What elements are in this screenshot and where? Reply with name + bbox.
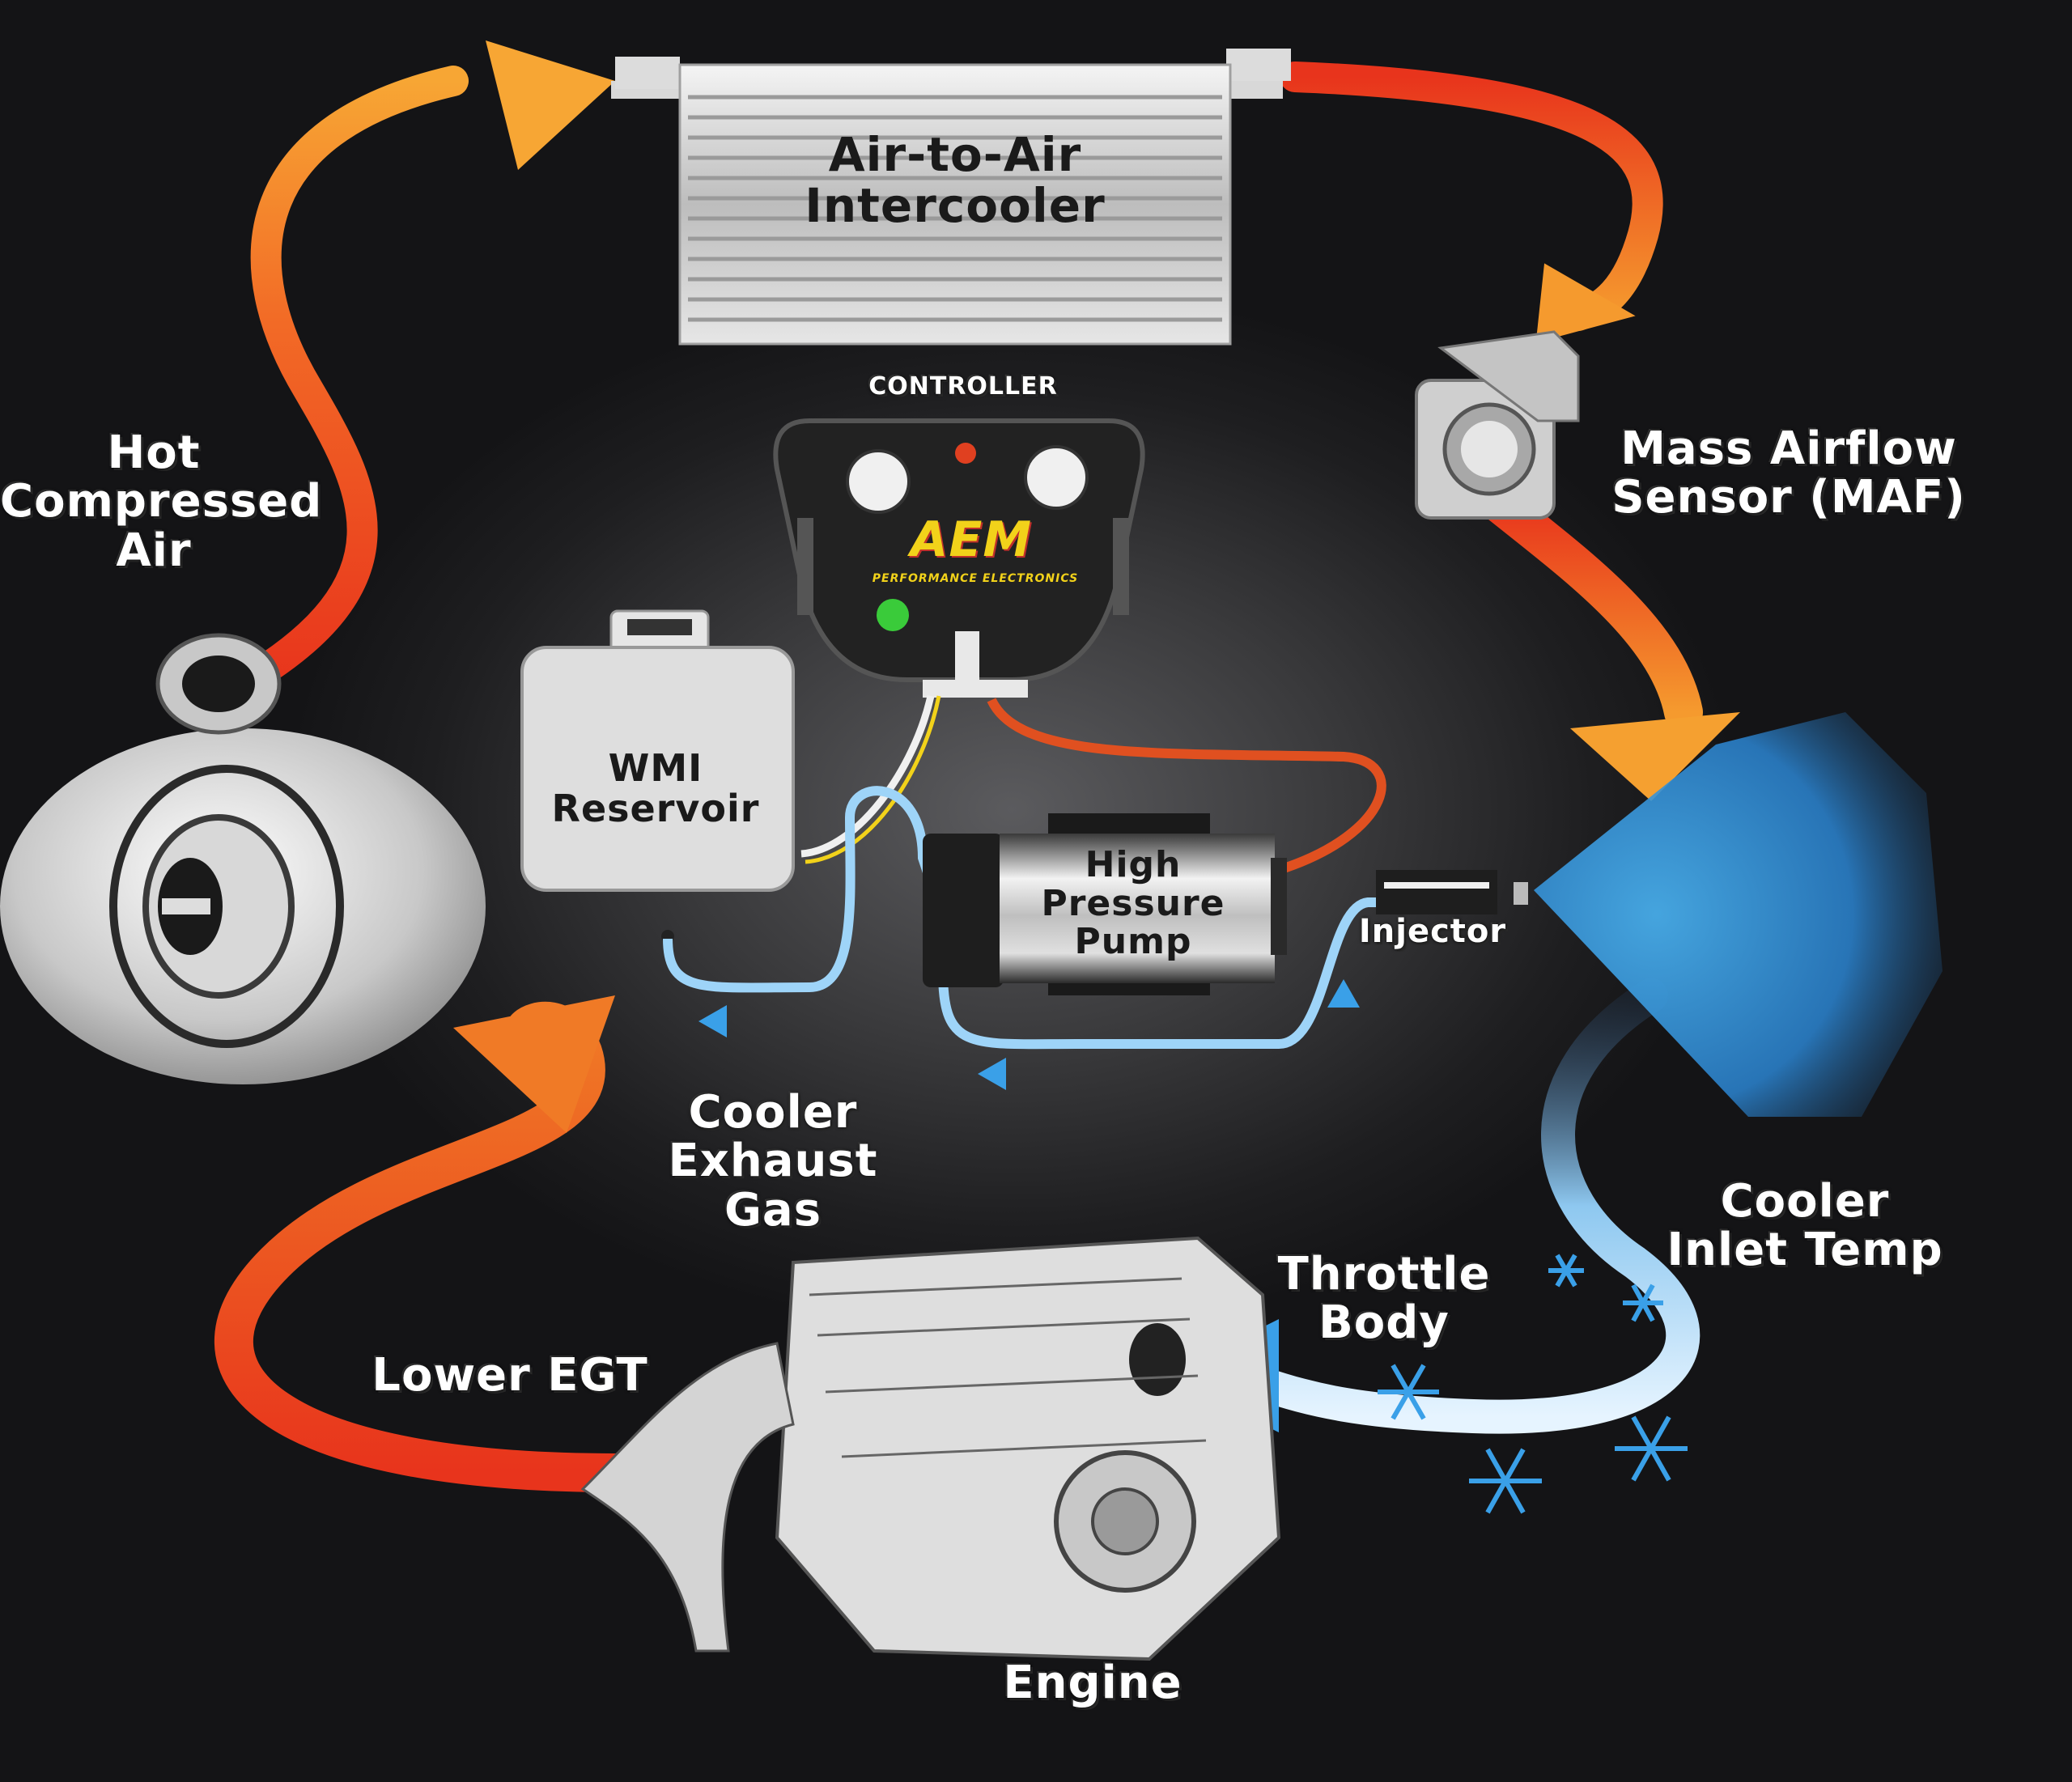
snowflake-icon xyxy=(1378,1254,1688,1514)
controller-left-knob xyxy=(846,449,911,514)
pump-label: High Pressure Pump xyxy=(1041,844,1225,963)
throttle-body-label: Throttle Body xyxy=(1277,1248,1491,1350)
controller-red-led xyxy=(955,443,976,464)
cooler-inlet-temp-label: Cooler Inlet Temp xyxy=(1667,1175,1943,1277)
controller-green-led xyxy=(877,599,909,631)
red-wire xyxy=(987,698,1386,875)
maf-to-spray-arrow xyxy=(1478,482,1740,801)
injector xyxy=(1376,870,1528,914)
cooler-exhaust-gas-label: Cooler Exhaust Gas xyxy=(668,1086,878,1237)
water-spray-cone xyxy=(1534,712,1942,1117)
injector-label: Injector xyxy=(1358,913,1507,950)
controller-right-knob xyxy=(1024,445,1089,510)
intercooler-to-maf-arrow xyxy=(1280,62,1663,343)
wmi-reservoir xyxy=(520,609,795,943)
aem-logo: AEM xyxy=(910,511,1033,568)
white-wire xyxy=(800,695,935,858)
engine-label: Engine xyxy=(1003,1657,1182,1709)
wmi-reservoir-label: WMI Reservoir xyxy=(551,746,760,830)
turbocharger xyxy=(0,633,486,1084)
yellow-wire xyxy=(805,695,941,864)
controller-label: CONTROLLER xyxy=(868,372,1058,401)
water-lines xyxy=(663,786,1376,1050)
intercooler-label: Air-to-Air Intercooler xyxy=(805,127,1106,233)
hot-air-arrow xyxy=(219,40,615,703)
maf-label: Mass Airflow Sensor (MAF) xyxy=(1611,422,1966,524)
aem-logo-subtitle: PERFORMANCE ELECTRONICS xyxy=(872,572,1079,585)
engine xyxy=(580,1236,1281,1661)
maf-sensor xyxy=(1415,330,1580,520)
exhaust-arrow xyxy=(214,995,635,1492)
lower-egt-label: Lower EGT xyxy=(372,1349,648,1402)
controller xyxy=(773,418,1145,698)
hot-compressed-air-label: Hot Compressed Air xyxy=(0,426,323,577)
intercooler xyxy=(611,49,1291,346)
high-pressure-pump xyxy=(923,813,1287,995)
flow-arrows xyxy=(698,979,1360,1090)
